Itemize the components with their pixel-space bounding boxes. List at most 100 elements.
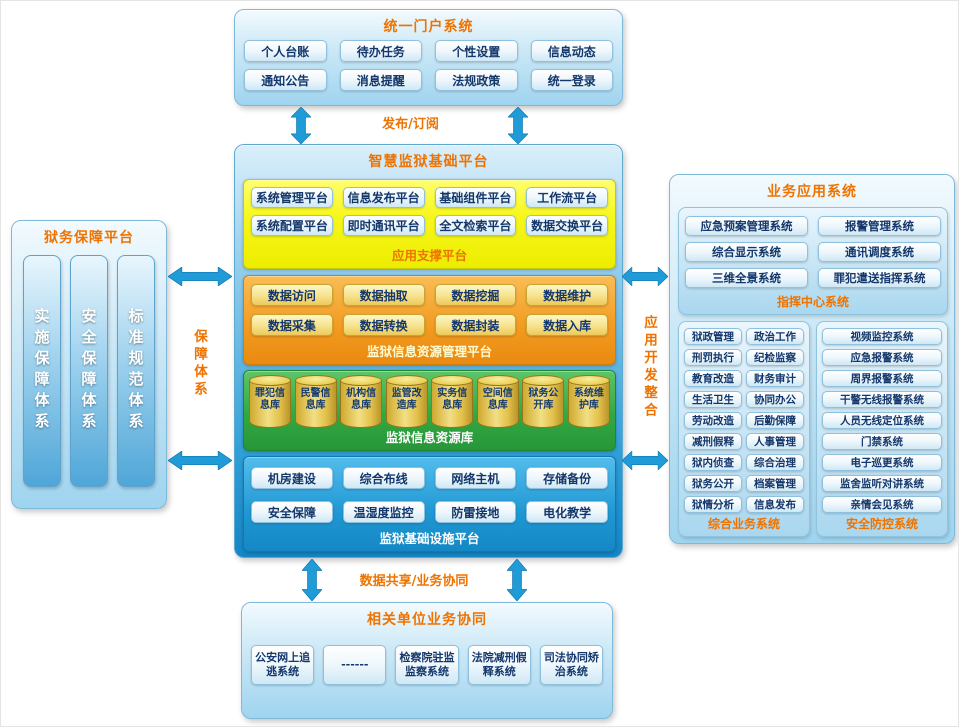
collab-items: 公安网上追逃系统 ------ 检察院驻监监察系统 法院减刑假释系统 司法协同矫… <box>251 645 604 685</box>
security-item: 周界报警系统 <box>822 370 942 387</box>
security-items: 视频监控系统 应急报警系统 周界报警系统 干警无线报警系统 人员无线定位系统 门… <box>822 328 942 513</box>
app-support-item: 全文检索平台 <box>434 215 517 236</box>
database-cylinder: 狱务公开库 <box>522 375 565 428</box>
support-pillar: 安全保障体系 <box>70 255 108 487</box>
portal-item: 法规政策 <box>435 69 518 91</box>
command-item: 综合显示系统 <box>685 242 808 262</box>
support-platform-title: 狱务保障平台 <box>44 230 134 246</box>
resource-mgmt-item: 数据封装 <box>434 314 517 336</box>
collab-item: 检察院驻监监察系统 <box>395 645 459 685</box>
app-support-item: 即时通讯平台 <box>342 215 425 236</box>
cylinder-label: 空间信息库 <box>482 388 513 411</box>
comprehensive-item: 纪检监察 <box>746 349 804 366</box>
infrastructure-section: 机房建设 综合布线 网络主机 存储备份 安全保障 温湿度监控 防雷接地 电化教学… <box>243 456 616 552</box>
cylinder-body <box>522 380 565 428</box>
resource-mgmt-label: 监狱信息资源管理平台 <box>366 344 492 359</box>
database-cylinder: 实务信息库 <box>431 375 474 428</box>
app-support-item: 工作流平台 <box>526 187 608 208</box>
publish-subscribe-label: 发布/订阅 <box>382 117 439 132</box>
business-panel: 业务应用系统 应急预案管理系统 报警管理系统 综合显示系统 通讯调度系统 三维全… <box>669 174 955 544</box>
app-support-item: 信息发布平台 <box>342 187 425 208</box>
cylinder-top-icon <box>294 375 337 386</box>
command-item: 通讯调度系统 <box>818 242 941 262</box>
security-item: 电子巡更系统 <box>822 454 942 471</box>
infrastructure-item: 存储备份 <box>526 467 608 489</box>
cylinder-top-icon <box>385 375 428 386</box>
portal-item: 信息动态 <box>530 40 613 62</box>
comprehensive-subpanel: 狱政管理 政治工作 刑罚执行 纪检监察 教育改造 财务审计 生活卫生 协同办公 … <box>678 321 810 537</box>
comprehensive-item: 狱政管理 <box>684 328 742 345</box>
comprehensive-item: 档案管理 <box>746 475 804 492</box>
cylinder-top-icon <box>431 375 474 386</box>
double-arrow-horizontal-icon <box>622 451 668 470</box>
security-item: 人员无线定位系统 <box>822 412 942 429</box>
app-support-label: 应用支撑平台 <box>391 248 467 263</box>
portal-item: 个人台账 <box>244 40 327 62</box>
security-item: 亲情会见系统 <box>822 496 942 513</box>
infrastructure-item: 机房建设 <box>251 467 333 489</box>
comprehensive-item: 刑罚执行 <box>684 349 742 366</box>
resource-mgmt-item: 数据入库 <box>526 314 608 336</box>
infrastructure-item: 温湿度监控 <box>342 501 425 523</box>
cylinder-top-icon <box>522 375 565 386</box>
collab-title: 相关单位业务协同 <box>367 612 487 628</box>
cylinder-label: 实务信息库 <box>437 388 468 411</box>
cylinder-label: 民警信息库 <box>300 388 331 411</box>
app-support-items: 系统管理平台 信息发布平台 基础组件平台 工作流平台 系统配置平台 即时通讯平台… <box>251 187 608 236</box>
resource-mgmt-item: 数据访问 <box>251 284 333 306</box>
support-pillar: 实施保障体系 <box>23 255 61 487</box>
app-support-section: 系统管理平台 信息发布平台 基础组件平台 工作流平台 系统配置平台 即时通讯平台… <box>243 179 616 269</box>
security-item: 应急报警系统 <box>822 349 942 366</box>
command-center-subpanel: 应急预案管理系统 报警管理系统 综合显示系统 通讯调度系统 三维全景系统 罪犯遣… <box>678 207 948 315</box>
security-item: 干警无线报警系统 <box>822 391 942 408</box>
portal-title: 统一门户系统 <box>383 19 474 35</box>
security-label: 安全防控系统 <box>845 517 918 531</box>
resource-mgmt-item: 数据转换 <box>342 314 425 336</box>
resource-mgmt-item: 数据维护 <box>526 284 608 306</box>
resource-db-section: 罪犯信息库 民警信息库 机构信息库 监管改造库 实务信息库 空间信息库 狱务公开… <box>243 370 616 451</box>
database-cylinder: 空间信息库 <box>476 375 519 428</box>
comprehensive-item: 后勤保障 <box>746 412 804 429</box>
command-item: 罪犯遣送指挥系统 <box>818 268 941 288</box>
collab-item: 司法协同矫治系统 <box>539 645 604 685</box>
comprehensive-item: 狱情分析 <box>684 496 742 513</box>
cylinder-label: 系统维护库 <box>573 388 604 411</box>
comprehensive-items: 狱政管理 政治工作 刑罚执行 纪检监察 教育改造 财务审计 生活卫生 协同办公 … <box>684 328 804 513</box>
collab-item: ------ <box>323 645 387 685</box>
double-arrow-vertical-icon <box>302 559 322 601</box>
resource-mgmt-items: 数据访问 数据抽取 数据挖掘 数据维护 数据采集 数据转换 数据封装 数据入库 <box>251 284 608 336</box>
infrastructure-label: 监狱基础设施平台 <box>379 531 480 546</box>
comprehensive-label: 综合业务系统 <box>707 517 780 531</box>
command-item: 三维全景系统 <box>685 268 808 288</box>
cylinder-body <box>567 380 610 428</box>
command-center-label: 指挥中心系统 <box>776 295 849 309</box>
portal-items: 个人台账 待办任务 个性设置 信息动态 通知公告 消息提醒 法规政策 统一登录 <box>244 40 613 91</box>
double-arrow-vertical-icon <box>507 559 527 601</box>
database-cylinder: 监管改造库 <box>385 375 428 428</box>
comprehensive-item: 信息发布 <box>746 496 804 513</box>
cylinder-top-icon <box>340 375 383 386</box>
comprehensive-item: 减刑假释 <box>684 433 742 450</box>
comprehensive-item: 教育改造 <box>684 370 742 387</box>
support-pillars: 实施保障体系 安全保障体系 标准规范体系 <box>12 255 166 487</box>
comprehensive-item: 政治工作 <box>746 328 804 345</box>
portal-item: 通知公告 <box>244 69 327 91</box>
resource-mgmt-item: 数据挖掘 <box>434 284 517 306</box>
resource-mgmt-section: 数据访问 数据抽取 数据挖掘 数据维护 数据采集 数据转换 数据封装 数据入库 … <box>243 275 616 365</box>
portal-item: 个性设置 <box>435 40 518 62</box>
guarantee-system-label: 保障体系 <box>191 329 207 399</box>
infrastructure-items: 机房建设 综合布线 网络主机 存储备份 安全保障 温湿度监控 防雷接地 电化教学 <box>251 467 608 523</box>
command-items: 应急预案管理系统 报警管理系统 综合显示系统 通讯调度系统 三维全景系统 罪犯遣… <box>685 216 941 288</box>
comprehensive-item: 财务审计 <box>746 370 804 387</box>
resource-mgmt-item: 数据抽取 <box>342 284 425 306</box>
comprehensive-item: 劳动改造 <box>684 412 742 429</box>
resource-mgmt-item: 数据采集 <box>251 314 333 336</box>
main-platform-title: 智慧监狱基础平台 <box>368 154 489 170</box>
infrastructure-item: 网络主机 <box>434 467 517 489</box>
database-cylinder: 系统维护库 <box>567 375 610 428</box>
pillar-label: 安全保障体系 <box>79 308 98 434</box>
cylinder-body <box>249 380 291 428</box>
cylinder-label: 罪犯信息库 <box>255 388 285 411</box>
double-arrow-horizontal-icon <box>622 267 668 286</box>
